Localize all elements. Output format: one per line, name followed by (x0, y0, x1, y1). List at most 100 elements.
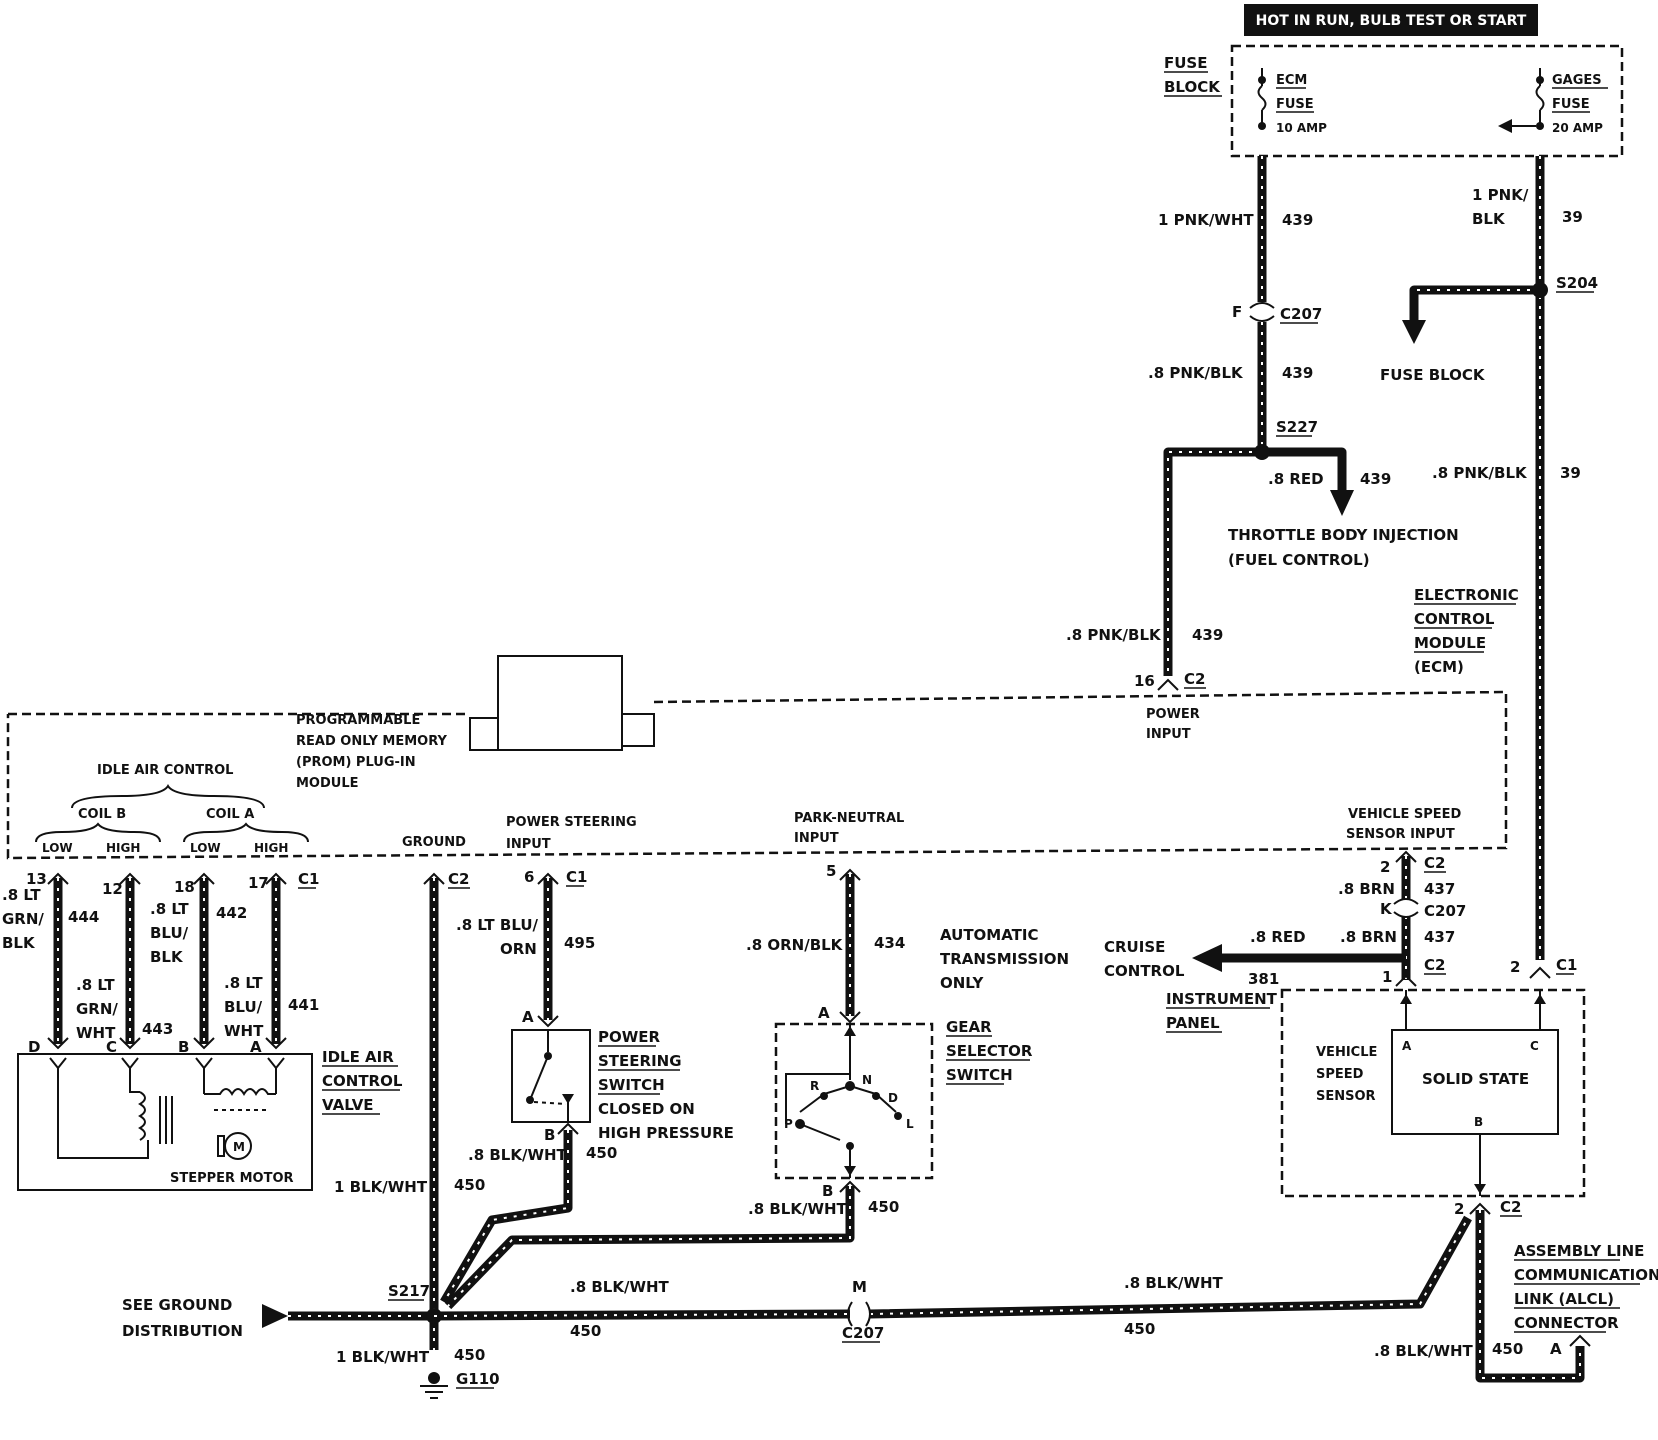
ss-pin-c: C (1530, 1039, 1539, 1053)
c2-power-label: C2 (1184, 670, 1205, 688)
w450-gs-gauge: .8 BLK/WHT (748, 1200, 848, 1218)
w381-gauge: .8 RED (1250, 928, 1306, 946)
ps-switch-label: HIGH PRESSURE (598, 1124, 734, 1142)
gages-fuse-icon (1498, 68, 1545, 133)
g110-dot (428, 1372, 440, 1384)
gages-fuse-label: FUSE (1552, 97, 1590, 112)
iac-wires (47, 872, 287, 1050)
fuse-block-title: FUSE (1164, 54, 1207, 72)
wire-495 (537, 872, 559, 1028)
prom-module (469, 655, 655, 751)
see-ground-arrow (262, 1304, 288, 1328)
vss-input-label: SENSOR INPUT (1346, 827, 1455, 842)
coil-a-low: LOW (190, 841, 221, 855)
w437-upper-gauge: .8 BRN (1338, 880, 1395, 898)
c2-power-terminal (1157, 678, 1179, 691)
instrument-panel-label: INSTRUMENT (1166, 990, 1278, 1008)
iacv-label: VALVE (322, 1096, 374, 1114)
gear-selector-label: SELECTOR (946, 1042, 1033, 1060)
svg-text:MODULE: MODULE (1414, 634, 1486, 652)
ps-switch-label: POWER (598, 1028, 661, 1046)
c207-pin-k: K (1380, 900, 1393, 918)
ecm-fuse-icon (1257, 68, 1267, 130)
ps-switch-label: CLOSED ON (598, 1100, 695, 1118)
iac-pin-b: B (178, 1038, 189, 1056)
cruise-label: CRUISE (1104, 938, 1165, 956)
ps-switch-box (511, 1029, 591, 1123)
w450-ps-num: 450 (586, 1144, 617, 1162)
alcl-label: CONNECTOR (1514, 1314, 1619, 1332)
w495-gauge: .8 LT BLU/ (456, 916, 539, 934)
iac-pin-c: C (106, 1038, 117, 1056)
wire-450-main (433, 1215, 1472, 1321)
w439-red-num: 439 (1360, 470, 1391, 488)
pin-13: 13 (26, 870, 47, 888)
c2-ip-label: C2 (1424, 956, 1445, 974)
instrument-panel-label: PANEL (1166, 1014, 1220, 1032)
w39-gauge: BLK (1472, 210, 1506, 228)
c1-ps-label: C1 (566, 868, 587, 886)
vss-label: SENSOR (1316, 1089, 1376, 1104)
fuse-block-ref-arrow (1402, 320, 1426, 344)
c207-bottom-label: C207 (842, 1324, 884, 1342)
w443-num: 443 (142, 1020, 173, 1038)
w450-alcl-num: 450 (1492, 1340, 1523, 1358)
w39-lower-num: 39 (1560, 464, 1581, 482)
ecm-fuse-label: ECM (1276, 73, 1307, 88)
c207-pin-f: F (1232, 303, 1242, 321)
wire-434 (839, 868, 861, 1024)
pn-input-label: PARK-NEUTRAL (794, 811, 904, 826)
solid-state-box (1391, 1029, 1559, 1135)
gs-pin-a: A (818, 1004, 830, 1022)
prom-label: PROGRAMMABLE (296, 713, 420, 728)
c2-ip-pin-1: 1 (1382, 968, 1392, 986)
c207-k-connector (1393, 898, 1419, 918)
gear-l: L (906, 1117, 914, 1131)
wire-439 (1163, 156, 1347, 676)
gear-r: R (810, 1079, 819, 1093)
w442-gauge: BLK (150, 948, 184, 966)
hot-label-box (1244, 4, 1538, 36)
ps-pin-a: A (522, 1008, 534, 1026)
power-input-label: POWER (1146, 707, 1200, 722)
w439-red-gauge: .8 RED (1268, 470, 1324, 488)
gages-fuse-rating: 20 AMP (1552, 121, 1603, 135)
ps-pin-b: B (544, 1126, 555, 1144)
instrument-panel-box (1280, 988, 1586, 1198)
iac-valve-internals (49, 1057, 285, 1160)
w434-gauge: .8 ORN/BLK (746, 936, 844, 954)
w450-h1-gauge: .8 BLK/WHT (570, 1278, 670, 1296)
c2-ip-terminal (1395, 974, 1417, 987)
vss-pin-2: 2 (1380, 858, 1390, 876)
w444-num: 444 (68, 908, 99, 926)
hot-label: HOT IN RUN, BULB TEST OR START (1256, 13, 1527, 29)
w437-lower-gauge: .8 BRN (1340, 928, 1397, 946)
gear-n: N (862, 1073, 872, 1087)
iac-pin-d: D (28, 1038, 40, 1056)
w439-low-gauge: .8 PNK/BLK (1066, 626, 1162, 644)
vss-label: SPEED (1316, 1067, 1364, 1082)
c2-alcl-label: C2 (1500, 1198, 1521, 1216)
coil-a-brace (183, 822, 309, 843)
w442-num: 442 (216, 904, 247, 922)
ps-switch-label: STEERING (598, 1052, 682, 1070)
w439-mid-gauge: .8 PNK/BLK (1148, 364, 1244, 382)
w441-num: 441 (288, 996, 319, 1014)
c207-label: C207 (1280, 305, 1322, 323)
c1-iac-label: C1 (298, 870, 319, 888)
see-ground-label: SEE GROUND (122, 1296, 232, 1314)
w381-num: 381 (1248, 970, 1279, 988)
pin-18: 18 (174, 878, 195, 896)
alcl-label: ASSEMBLY LINE (1514, 1242, 1644, 1260)
tbi-arrow (1330, 490, 1354, 516)
see-ground-label: DISTRIBUTION (122, 1322, 243, 1340)
solid-state-label: SOLID STATE (1422, 1070, 1529, 1088)
ps-input-label: POWER STEERING (506, 815, 637, 830)
w443-gauge: WHT (76, 1024, 116, 1042)
instrument-panel-leads (1400, 990, 1546, 1196)
prom-label: (PROM) PLUG-IN (296, 755, 416, 770)
svg-text:(ECM): (ECM) (1414, 658, 1464, 676)
prom-label: READ ONLY MEMORY (296, 734, 448, 749)
w450-ground-gauge: 1 BLK/WHT (334, 1178, 428, 1196)
c2-alcl-pin-2: 2 (1454, 1200, 1464, 1218)
